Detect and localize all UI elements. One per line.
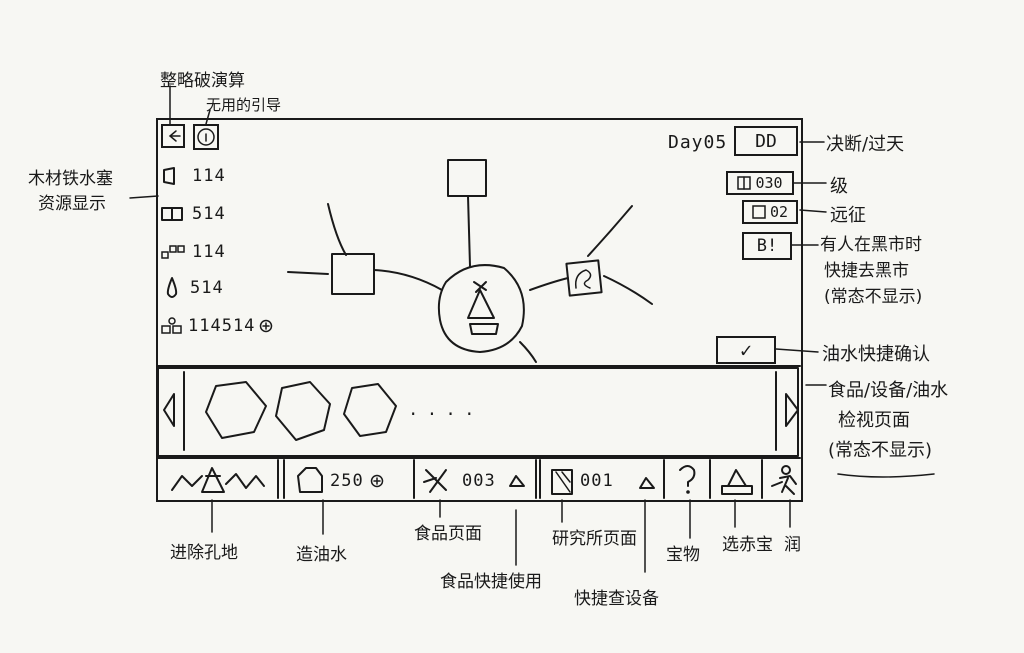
lab-icon	[551, 469, 573, 495]
people-value: 114514	[188, 316, 256, 336]
skip-day-button[interactable]: DD	[734, 126, 798, 156]
resource-row: 114	[160, 242, 226, 262]
resource-row: 114	[160, 166, 226, 186]
panel-prev-button[interactable]	[160, 372, 184, 452]
expedition-button[interactable]: 02	[742, 200, 798, 224]
black-market-button[interactable]: B!	[742, 232, 792, 260]
game-screen-frame	[156, 118, 803, 502]
annotation-expedition: 远征	[830, 205, 866, 226]
annotation-panel-line2: 检视页面	[838, 410, 910, 431]
annotation-panel-line1: 食品/设备/油水	[828, 380, 949, 401]
wood-icon	[163, 167, 175, 185]
resource-row: 514	[164, 276, 224, 300]
day-label: Day05	[668, 132, 728, 153]
annotation-black-market-line2: 快捷去黑市	[824, 261, 909, 281]
info-icon	[197, 128, 215, 146]
panel-next-button[interactable]	[778, 372, 798, 452]
annotation-map: 进除孔地	[170, 543, 238, 563]
add-people-icon[interactable]	[259, 319, 273, 333]
food-page-button[interactable]	[416, 460, 506, 498]
level-icon	[737, 176, 752, 190]
panel-more-dots: · · · ·	[410, 402, 476, 426]
annotation-back: 整略破演算	[160, 71, 245, 91]
check-icon: ✓	[739, 338, 753, 362]
level-badge[interactable]: 030	[726, 171, 794, 195]
wood-value: 114	[192, 166, 226, 186]
annotation-food-quick: 食品快捷使用	[440, 572, 542, 592]
equip-quick-button[interactable]	[634, 460, 662, 498]
annotation-make-oil: 造油水	[296, 545, 347, 565]
left-arrow-icon	[163, 393, 175, 427]
annotation-black-market-line1: 有人在黑市时	[820, 235, 922, 255]
guide-button[interactable]	[193, 124, 219, 150]
tent-icon	[467, 281, 499, 335]
expedition-icon	[752, 205, 766, 219]
annotation-build: 选赤宝	[722, 535, 773, 555]
annotation-guide: 无用的引导	[206, 96, 282, 114]
food-icon	[423, 469, 447, 493]
annotation-resources: 木材铁水塞 资源显示	[28, 164, 113, 214]
annotation-food-page: 食品页面	[414, 524, 482, 544]
add-oil-icon	[370, 474, 383, 488]
annotation-panel-line3: (常态不显示)	[828, 440, 933, 461]
stone-value: 114	[192, 242, 226, 262]
annotation-resources-line2: 资源显示	[38, 194, 106, 214]
back-arrow-icon	[168, 130, 181, 142]
food-quick-button[interactable]	[506, 460, 534, 498]
annotation-black-market-line3: (常态不显示)	[824, 287, 923, 307]
oil-confirm-button[interactable]: ✓	[716, 336, 776, 364]
annotation-run: 润	[784, 535, 801, 555]
expedition-value: 02	[769, 203, 789, 221]
build-icon	[721, 469, 753, 495]
treasure-question-icon	[679, 465, 696, 494]
level-value: 030	[755, 174, 783, 192]
annotation-treasure: 宝物	[666, 545, 700, 565]
runner-icon	[771, 465, 797, 495]
lab-page-button[interactable]	[542, 460, 634, 498]
annotation-level: 级	[830, 176, 848, 197]
water-icon	[166, 277, 178, 298]
annotation-equip-quick: 快捷查设备	[574, 589, 659, 609]
resource-row: 514	[160, 204, 226, 224]
iron-value: 514	[192, 204, 226, 224]
oil-value: 250	[330, 471, 364, 491]
black-market-button-label: B!	[756, 236, 778, 256]
annotation-oil-confirm: 油水快捷确认	[822, 344, 930, 365]
food-quick-triangle-icon	[509, 475, 525, 487]
people-icon	[161, 317, 182, 334]
skip-day-button-label: DD	[755, 130, 777, 152]
mountain-map-icon	[171, 467, 265, 493]
build-button[interactable]	[712, 460, 760, 498]
oil-jug-icon	[297, 467, 323, 493]
right-arrow-icon	[785, 393, 799, 427]
run-button[interactable]	[764, 460, 798, 498]
treasure-button[interactable]	[666, 460, 708, 498]
annotation-skip-day: 决断/过天	[826, 134, 905, 155]
annotation-resources-line1: 木材铁水塞	[28, 169, 113, 189]
iron-icon	[161, 207, 183, 221]
map-button[interactable]	[160, 460, 276, 498]
resource-row: 114514	[160, 316, 273, 336]
food-value[interactable]: 003	[462, 471, 496, 491]
make-oil-group[interactable]: 250	[330, 471, 384, 491]
back-button[interactable]	[161, 124, 185, 148]
equip-quick-triangle-icon	[639, 477, 655, 489]
annotation-lab-page: 研究所页面	[552, 529, 637, 549]
stone-icon	[161, 245, 185, 259]
annotation-panel: 食品/设备/油水 检视页面 (常态不显示)	[828, 376, 948, 466]
annotation-black-market: 有人在黑市时 快捷去黑市 (常态不显示)	[820, 232, 922, 310]
lab-value[interactable]: 001	[580, 471, 614, 491]
water-value: 514	[190, 278, 224, 298]
